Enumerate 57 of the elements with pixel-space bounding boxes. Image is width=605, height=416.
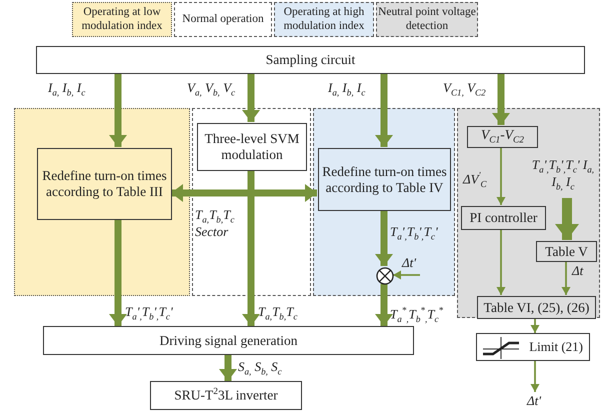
legend-entry: Normal operation (174, 2, 272, 37)
arrow (109, 219, 127, 326)
arrow (375, 284, 393, 326)
box-label: Redefine turn-on times according to Table III (41, 168, 168, 200)
box-label: Driving signal generation (160, 332, 298, 348)
box-label: PI controller (470, 210, 538, 226)
edge-label: T$_{a,}$T$_{b,}$T$_{c}$ (258, 305, 298, 322)
edge-label: Δt (572, 264, 584, 279)
process-box (467, 126, 538, 148)
legend-entry: Operating at high modulation index (274, 2, 374, 37)
box-label: SRU-T$^{2}$3L inverter (174, 387, 278, 404)
arrow (562, 261, 570, 295)
arrow (496, 147, 506, 205)
edge-label: T$_{a}$'$_{,}$T$_{b}$'$_{,}$T$_{c}$' (390, 225, 438, 242)
arrow (375, 210, 393, 266)
edge-label: Δt' (527, 394, 542, 409)
arrow (496, 229, 506, 295)
process-box (197, 123, 307, 171)
sampling-block (36, 46, 585, 74)
process-box (37, 148, 172, 220)
edge-label: V$_{C1,}$ V$_{C2}$ (443, 81, 486, 98)
arrow (242, 74, 260, 122)
arrow (530, 318, 540, 333)
box-label: Three-level SVM modulation (204, 131, 300, 163)
edge-label: S$_{a,}$ S$_{b,}$ S$_{c}$ (238, 360, 282, 378)
edge-label: T$_{a}$'$_{,}$T$_{b}$'$_{,}$T$_{c}$' I$_{a,}$ I$_{b,}$ I$_{c}$ (530, 158, 596, 192)
edge-label: Δt' (402, 256, 416, 271)
process-box (150, 381, 302, 410)
process-box (318, 148, 451, 211)
arrow (530, 361, 540, 392)
box-label: Sampling circuit (266, 52, 356, 68)
process-box (477, 296, 596, 319)
arrow (492, 74, 510, 125)
box-label: V$_{C1}$-V$_{C2}$ (480, 127, 524, 147)
process-box (461, 206, 546, 230)
edge-label: I$_{a,}$ I$_{b,}$ I$_{c}$ (48, 81, 86, 98)
edge-label: V$_{a,}$ V$_{b,}$ V$_{c}$ (187, 81, 236, 98)
arrow (555, 198, 579, 240)
limiter-box (476, 333, 590, 361)
mode-region (457, 108, 600, 318)
legend-entry: Neutral point voltage detection (376, 2, 478, 37)
box-label: Table V (545, 244, 588, 260)
arrow (393, 270, 420, 280)
box-label: Table VI, (25), (26) (484, 300, 590, 316)
arrow (109, 74, 127, 147)
mode-region (14, 108, 190, 296)
mode-region (313, 108, 455, 296)
process-box (43, 326, 414, 355)
edge-label: T$_{a,}$T$_{b,}$T$_{c}$ Sector (195, 208, 236, 240)
edge-label: T$_{a}$'$_{,}$T$_{b}$'$_{,}$T$_{c}$' (125, 305, 173, 322)
mode-region (192, 108, 311, 296)
arrow (375, 74, 393, 147)
box-label: Limit (21) (529, 340, 583, 354)
legend-entry: Operating at low modulation index (72, 2, 172, 37)
box-label: Redefine turn-on times according to Table IV (321, 164, 448, 196)
edge-label: I$_{a,}$ I$_{b,}$ I$_{c}$ (328, 81, 366, 98)
process-box (536, 241, 597, 262)
